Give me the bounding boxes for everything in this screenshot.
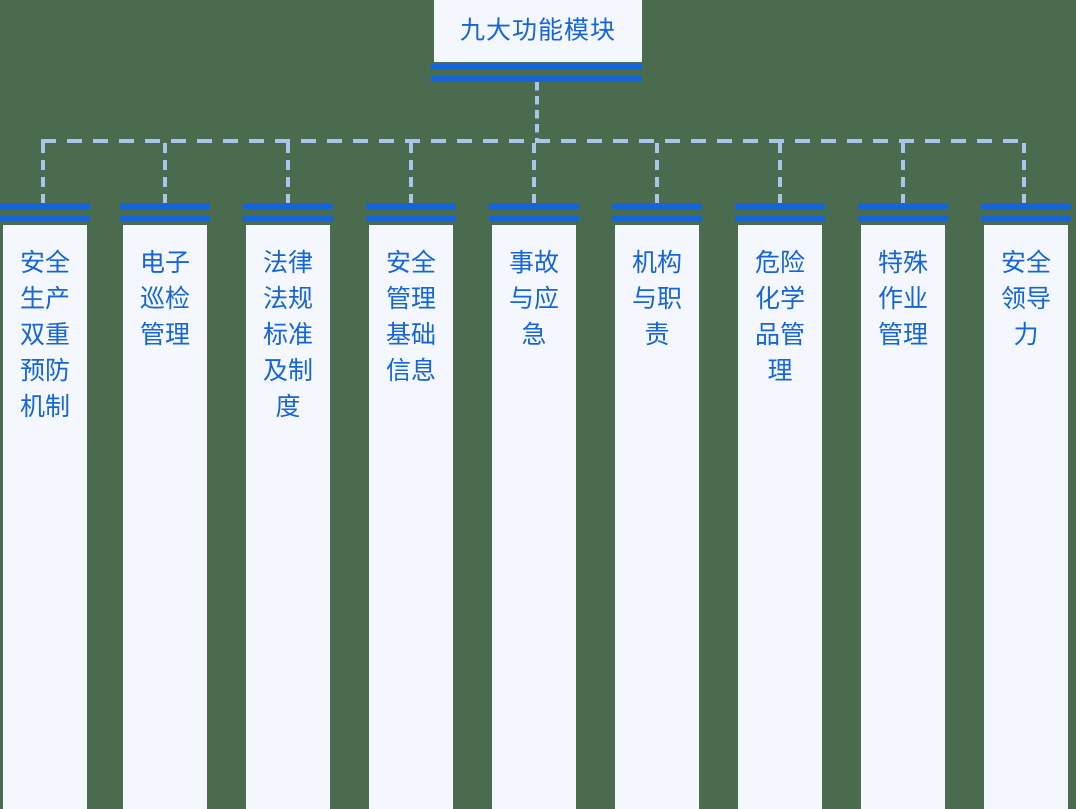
leaf-accent-bar-lower <box>120 216 210 222</box>
leaf-accent-bar-lower <box>0 216 90 222</box>
connector-drop <box>163 143 167 203</box>
connector-drop <box>41 143 45 203</box>
root-accent-bar-upper <box>431 64 642 70</box>
leaf-accent-bar-lower <box>735 216 825 222</box>
leaf-accent-bar-lower <box>858 216 948 222</box>
leaf-node-label: 危险化学品管理 <box>754 249 805 385</box>
leaf-node-label: 安全领导力 <box>1000 249 1051 349</box>
connector-drop <box>286 143 290 203</box>
leaf-node-label: 机构与职责 <box>631 249 682 349</box>
leaf-node-body: 事故与应急 <box>492 225 576 809</box>
leaf-accent-bar-lower <box>612 216 702 222</box>
connector-drop <box>655 143 659 203</box>
leaf-accent-bar-lower <box>366 216 456 222</box>
leaf-node-label: 特殊作业管理 <box>877 249 928 349</box>
leaf-accent-bar-upper <box>489 203 579 209</box>
leaf-accent-bar-upper <box>366 203 456 209</box>
leaf-accent-bar-lower <box>981 216 1071 222</box>
leaf-node-body: 特殊作业管理 <box>861 225 945 809</box>
leaf-accent-bar-lower <box>489 216 579 222</box>
connector-drop <box>532 143 536 203</box>
leaf-accent-bar-upper <box>981 203 1071 209</box>
connector-drop <box>901 143 905 203</box>
leaf-node-body: 安全生产双重预防机制 <box>3 225 87 809</box>
connector-drop <box>409 143 413 203</box>
leaf-node-body: 机构与职责 <box>615 225 699 809</box>
connector-stem-vertical <box>535 82 539 141</box>
leaf-accent-bar-upper <box>612 203 702 209</box>
root-node-label: 九大功能模块 <box>459 16 616 45</box>
leaf-node-label: 事故与应急 <box>508 249 559 349</box>
leaf-accent-bar-upper <box>0 203 90 209</box>
connector-horizontal-bus <box>41 139 1023 143</box>
leaf-node-label: 电子巡检管理 <box>139 249 190 349</box>
leaf-accent-bar-upper <box>858 203 948 209</box>
leaf-node-body: 危险化学品管理 <box>738 225 822 809</box>
connector-drop <box>1022 143 1026 203</box>
connector-drop <box>778 143 782 203</box>
root-accent-bar-lower <box>431 76 642 82</box>
leaf-node-body: 安全管理基础信息 <box>369 225 453 809</box>
root-node[interactable]: 九大功能模块 <box>434 0 642 62</box>
leaf-accent-bar-lower <box>243 216 333 222</box>
leaf-accent-bar-upper <box>120 203 210 209</box>
leaf-node-label: 安全管理基础信息 <box>385 249 436 385</box>
leaf-node-body: 安全领导力 <box>984 225 1068 809</box>
leaf-node-body: 法律法规标准及制度 <box>246 225 330 809</box>
leaf-node-body: 电子巡检管理 <box>123 225 207 809</box>
leaf-accent-bar-upper <box>735 203 825 209</box>
leaf-accent-bar-upper <box>243 203 333 209</box>
leaf-node-label: 安全生产双重预防机制 <box>19 249 70 421</box>
leaf-node-label: 法律法规标准及制度 <box>262 249 313 421</box>
